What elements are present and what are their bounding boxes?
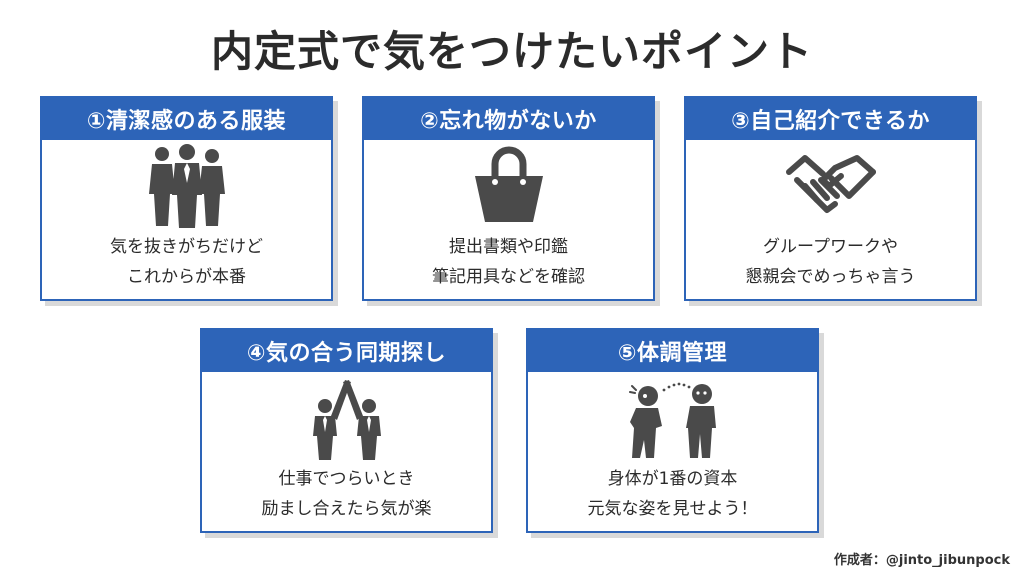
business-people-icon [148,144,225,228]
card-belongings: ②忘れ物がないか 提出書類や印鑑 筆記用具などを確認 [362,96,655,301]
high-five-icon [312,380,381,460]
card-line-2: これからが本番 [127,267,246,287]
card-line-2: 元気な姿を見せよう！ [587,499,758,519]
card-line-2: 懇親会でめっちゃ言う [745,267,916,287]
card-heading: ①清潔感のある服装 [42,98,331,140]
page-title: 内定式で気をつけたいポイント [210,27,813,76]
card-line-1: 気を抜きがちだけど [110,237,263,257]
card-line-1: グループワークや [763,237,898,257]
card-clean-attire: ①清潔感のある服装 気を抜きがちだけど これからが本番 [40,96,333,301]
card-colleagues: ④気の合う同期探し 仕事でつらいとき 励まし合えたら気が楽 [200,328,493,533]
card-line-2: 励まし合えたら気が楽 [261,499,432,519]
card-line-2: 筆記用具などを確認 [432,267,585,287]
card-line-1: 身体が1番の資本 [607,469,738,489]
sick-person-icon [628,382,716,458]
card-heading: ②忘れ物がないか [364,98,653,140]
card-line-1: 提出書類や印鑑 [449,237,568,257]
card-health: ⑤体調管理 身体が1番の資本 元気な姿を見せよう！ [526,328,819,533]
handshake-icon [785,155,876,213]
card-heading: ③自己紹介できるか [686,98,975,140]
card-heading: ④気の合う同期探し [202,330,491,372]
card-line-1: 仕事でつらいとき [278,469,415,489]
card-self-introduction: ③自己紹介できるか グループワークや 懇親会でめっちゃ言う [684,96,977,301]
bag-icon [474,146,543,222]
credit-text: 作成者：@jinto_jibunpock [833,553,1010,568]
card-heading: ⑤体調管理 [528,330,817,372]
